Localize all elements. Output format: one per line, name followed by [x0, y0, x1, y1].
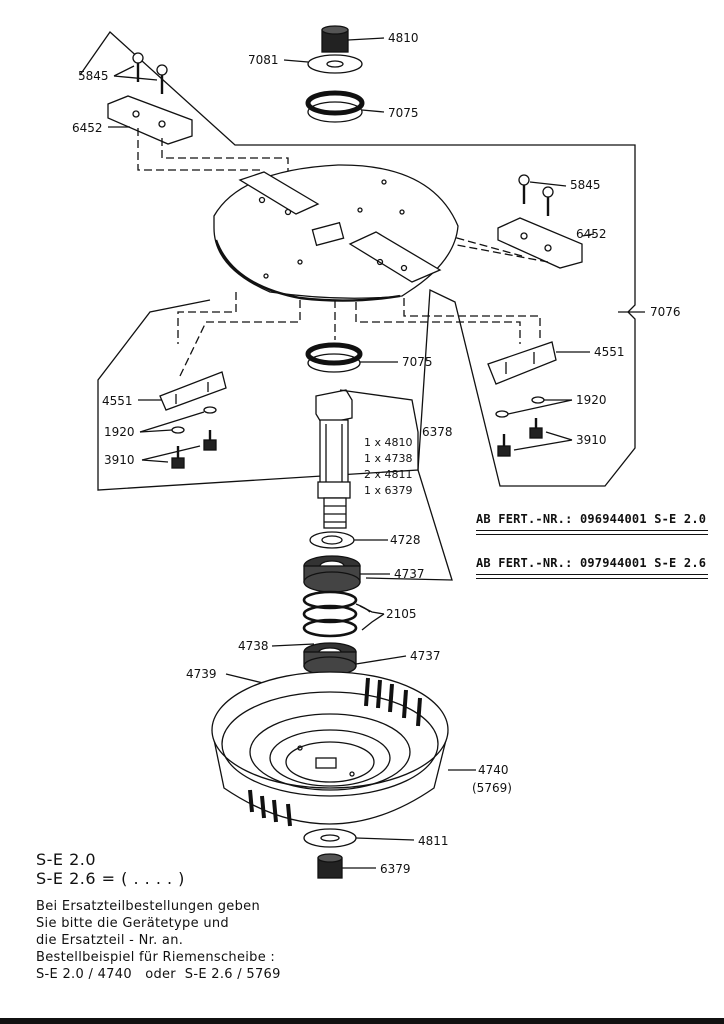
washer-4728: [309, 531, 388, 549]
spring-2105: [302, 590, 385, 638]
order-note-line-2: Sie bitte die Gerätetype und: [36, 916, 229, 931]
label-3910-right: 3910: [576, 433, 607, 447]
fert-rule-1: [476, 530, 708, 535]
label-1920-right: 1920: [576, 393, 607, 407]
order-note-line-5: S-E 2.0 / 4740 oder S-E 2.6 / 5769: [36, 967, 281, 982]
order-note-line-3: die Ersatzteil - Nr. an.: [36, 933, 184, 948]
nut-4810: [321, 25, 385, 53]
ring-7075-mid: [305, 342, 398, 373]
label-5769: (5769): [472, 781, 512, 795]
bracket-4551-right: [487, 341, 590, 385]
label-4737-top: 4737: [394, 567, 425, 581]
model-se26: S-E 2.6 = ( . . . . ): [36, 869, 185, 888]
fert-line-1: AB FERT.-NR.: 096944001 S-E 2.0: [476, 512, 707, 526]
kit-item-2: 1 x 4738: [364, 452, 413, 465]
order-note-line-1: Bei Ersatzteilbestellungen geben: [36, 899, 260, 914]
label-4740: 4740: [478, 763, 509, 777]
ring-7075-top: [305, 90, 385, 123]
label-7075-mid: 7075: [402, 355, 433, 369]
label-1920-left: 1920: [104, 425, 135, 439]
label-4551-right: 4551: [594, 345, 625, 359]
label-6452-left: 6452: [72, 121, 103, 135]
label-4737-bottom: 4737: [410, 649, 441, 663]
shaft-6378: [315, 389, 453, 581]
label-6452-right: 6452: [576, 227, 607, 241]
kit-item-3: 2 x 4811: [364, 468, 413, 481]
fert-line-2: AB FERT.-NR.: 097944001 S-E 2.6: [476, 556, 707, 570]
label-4728: 4728: [390, 533, 421, 547]
label-3910-left: 3910: [104, 453, 135, 467]
page-bottom-edge: [0, 1018, 724, 1024]
bracket-4551-left: [138, 371, 227, 411]
fert-rule-2: [476, 574, 708, 579]
leader-4738: [271, 643, 315, 647]
label-7076: 7076: [650, 305, 681, 319]
screws-3910: [141, 418, 573, 469]
pulley-4740: [211, 671, 476, 827]
screws-5845-left: [113, 52, 168, 94]
kit-item-1: 1 x 4810: [364, 436, 413, 449]
order-note-line-4: Bestellbeispiel für Riemenscheibe :: [36, 950, 276, 965]
bearing-4737-bottom: [303, 642, 407, 676]
label-4739: 4739: [186, 667, 217, 681]
washer-7081: [283, 54, 363, 74]
washer-4811: [303, 828, 415, 848]
label-7075-top: 7075: [388, 106, 419, 120]
model-se20: S-E 2.0: [36, 850, 97, 869]
model-list: S-E 2.0 S-E 2.6 = ( . . . . ): [36, 850, 185, 888]
label-6378: 6378: [422, 425, 453, 439]
label-5845-right: 5845: [570, 178, 601, 192]
label-6379: 6379: [380, 862, 411, 876]
label-4551-left: 4551: [102, 394, 133, 408]
knife-carrier-disc: [213, 164, 459, 302]
dashed-assembly-lines: [177, 292, 541, 377]
kit-item-4: 1 x 6379: [364, 484, 413, 497]
bearing-4737-top: [303, 555, 390, 593]
label-2105: 2105: [386, 607, 417, 621]
screws-5845-right: [518, 174, 567, 216]
group-outline-7076: [79, 31, 636, 491]
label-4738: 4738: [238, 639, 269, 653]
label-4810: 4810: [388, 31, 419, 45]
order-note: Bei Ersatzteilbestellungen geben Sie bit…: [36, 898, 281, 983]
label-4811: 4811: [418, 834, 449, 848]
washers-1920: [139, 396, 573, 434]
label-5845-left: 5845: [78, 69, 109, 83]
part-labels: 4810 7081 7075 5845 6452 5845 6452 7076 …: [72, 31, 681, 876]
nut-6379: [317, 853, 376, 879]
label-7081: 7081: [248, 53, 279, 67]
